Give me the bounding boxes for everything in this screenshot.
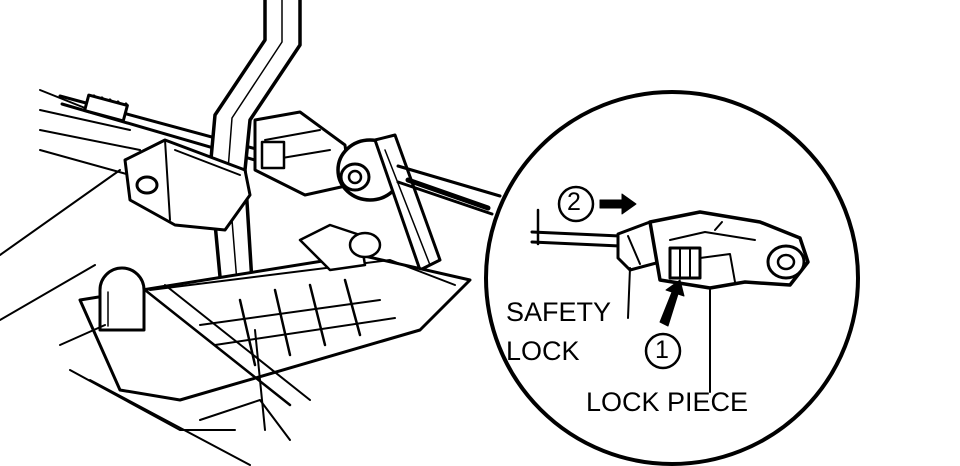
arrow-right-icon xyxy=(599,193,637,215)
step-arrows xyxy=(599,193,685,327)
lock-piece-label: LOCK PIECE xyxy=(586,387,749,417)
safety-lock-label-line1: SAFETY xyxy=(506,297,612,327)
safety-lock-label-line2: LOCK xyxy=(506,336,580,366)
detail-view xyxy=(484,90,860,466)
arrow-up-icon xyxy=(659,279,685,327)
shift-mechanism-assembly xyxy=(0,0,472,466)
step-2-number: 2 xyxy=(567,188,581,216)
step-1-number: 1 xyxy=(655,336,669,364)
step-2-circle xyxy=(557,185,595,223)
callout-leader xyxy=(396,164,502,216)
step-1-circle xyxy=(644,332,682,370)
